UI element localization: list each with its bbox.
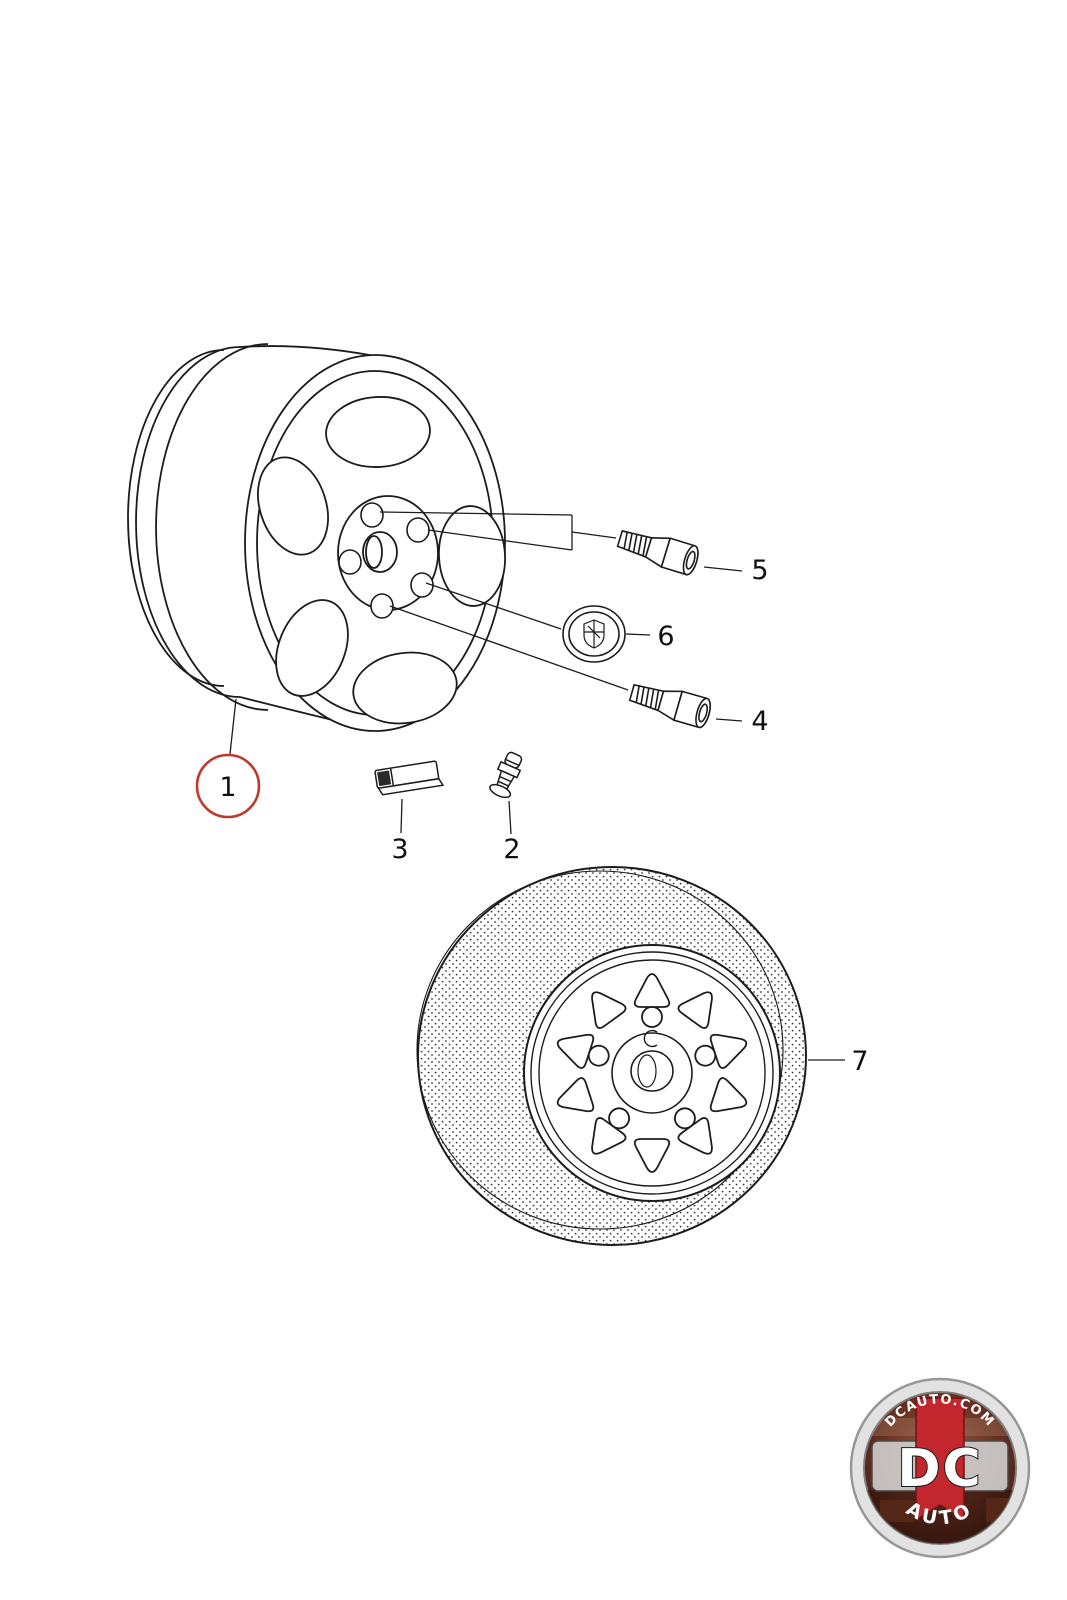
callout-5: 5 <box>751 555 768 586</box>
bolt-hole <box>360 502 384 528</box>
rim-barrel-outer <box>127 349 225 687</box>
callout-1: 1 <box>219 772 236 803</box>
leader-line <box>379 511 573 516</box>
callout-7: 7 <box>851 1046 868 1077</box>
bolt-hole <box>406 517 430 543</box>
callout-line-6 <box>625 633 651 636</box>
wheel-bolt-4 <box>626 677 743 730</box>
leader-line <box>389 605 629 691</box>
callout-line-1 <box>229 698 237 755</box>
leader-line <box>425 582 562 630</box>
leader-lines <box>379 511 629 691</box>
callout-circle-1 <box>195 753 261 819</box>
center-bore-depth <box>365 535 383 569</box>
hub-cap <box>562 605 651 663</box>
rim-barrel-mid <box>135 346 241 698</box>
leader-line <box>427 529 573 551</box>
callout-line-3 <box>400 798 403 834</box>
bolt-hole <box>338 549 362 575</box>
bolt-hole <box>370 593 394 619</box>
snap-ring <box>643 1029 658 1048</box>
logo-center-text: DC <box>897 1439 982 1499</box>
rim-top-edge <box>239 345 376 357</box>
valve-stem <box>489 751 523 799</box>
spoke-window <box>325 396 431 468</box>
spoke-window <box>352 651 458 725</box>
dcauto-logo: DCAUTO.COM DC AUTO <box>849 1377 1031 1559</box>
callout-6: 6 <box>657 621 674 652</box>
callout-2: 2 <box>503 834 520 865</box>
spare-center-bore-depth <box>637 1054 657 1088</box>
spare-center-bore <box>630 1050 674 1092</box>
spoke-window <box>257 456 329 556</box>
center-bore <box>362 531 398 573</box>
spare-hub-ring <box>611 1032 693 1114</box>
callout-3: 3 <box>391 834 408 865</box>
spare-wheel <box>416 866 845 1246</box>
spoke-window <box>275 599 349 697</box>
alloy-wheel <box>127 343 506 732</box>
bolt-hole <box>410 572 434 598</box>
tire-shoulder <box>416 870 784 1230</box>
balance-weight <box>374 760 445 796</box>
tire-stipple <box>418 867 806 1245</box>
callout-line-5 <box>703 566 743 572</box>
rim-barrel-inner <box>155 343 269 711</box>
spoke-windows <box>257 396 506 725</box>
crest-icon <box>583 619 605 649</box>
spoke-window <box>438 505 506 607</box>
callout-line-2 <box>508 800 512 835</box>
leader-line <box>571 531 617 539</box>
rim-ring-outer <box>530 951 774 1195</box>
tire-outer-edge <box>417 866 807 1246</box>
logo-banner <box>915 1397 965 1522</box>
rim-ring-inner <box>538 959 766 1187</box>
callout-4: 4 <box>751 706 768 737</box>
callout-line-4 <box>715 718 743 722</box>
wheel-bolt-5 <box>614 523 743 578</box>
